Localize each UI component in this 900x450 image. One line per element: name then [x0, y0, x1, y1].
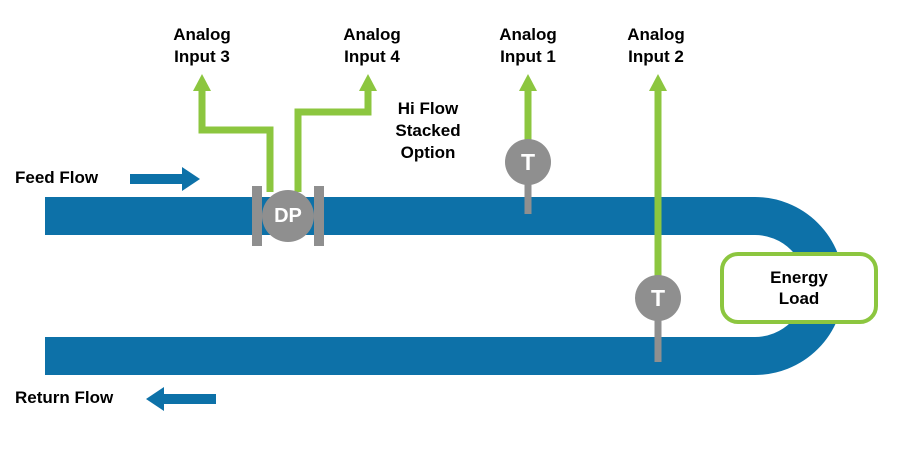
temp-sensor-2-label: T	[650, 284, 666, 311]
analog-input-4-signal-line	[294, 90, 372, 192]
dp-sensor-label: DP	[274, 204, 302, 227]
analog-input-3-arrowhead	[193, 74, 211, 91]
dp-flange-right	[314, 186, 324, 246]
label-analog-input-4: Analog Input 4	[343, 25, 401, 66]
temp-sensor-2: T	[635, 275, 681, 321]
return-flow-arrowhead	[146, 387, 164, 411]
dp-flange-left	[252, 186, 262, 246]
label-hi-flow-stacked-option: Hi Flow Stacked Option	[395, 99, 461, 162]
temp-sensor-1: T	[505, 139, 551, 185]
label-analog-input-1: Analog Input 1	[499, 25, 557, 66]
label-analog-input-2: Analog Input 2	[627, 25, 685, 66]
pipe-loop	[45, 197, 844, 375]
feed-flow-arrow-shaft	[130, 174, 182, 184]
analog-input-3-signal-line	[198, 90, 274, 192]
feed-flow-arrowhead	[182, 167, 200, 191]
energy-load-box: Energy Load	[720, 252, 878, 324]
label-feed-flow: Feed Flow	[15, 168, 99, 187]
temp-sensor-1-label: T	[520, 148, 536, 175]
dp-sensor: DP	[262, 190, 314, 242]
label-analog-input-3: Analog Input 3	[173, 25, 231, 66]
analog-input-4-arrowhead	[359, 74, 377, 91]
label-return-flow: Return Flow	[15, 388, 114, 407]
return-flow-arrow-shaft	[164, 394, 216, 404]
analog-input-1-arrowhead	[519, 74, 537, 91]
analog-input-2-arrowhead	[649, 74, 667, 91]
energy-load-label: Energy Load	[770, 268, 828, 308]
